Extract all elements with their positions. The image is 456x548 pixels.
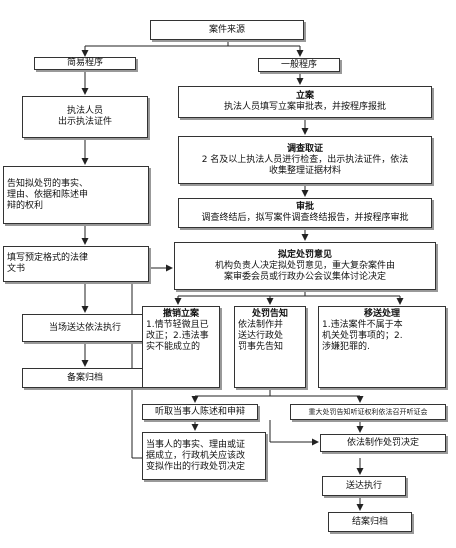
transfer-title: 移送处理 [363,309,400,319]
penalty-notice-text: 依法制作并 送达行政处 罚事先告知 [238,320,284,352]
simple-step-inform-box: 告知拟处罚的事实、 理由、依据和陈述申 辩的权利 [3,166,149,224]
simple-procedure-title-box: 简易程序 [34,57,136,70]
investigation-text: 2 名及以上执法人员进行检查，出示执法证件，依法 收集整理证据材料 [201,154,409,176]
filing-title: 立案 [295,91,314,101]
case-source-label: 案件来源 [208,24,245,35]
close-archive-box: 结案归档 [328,512,412,532]
simple-step-deliver: 当场送达依法执行 [48,322,121,333]
general-procedure-title-box: 一般程序 [258,58,340,72]
reasons-valid-text: 当事人的事实、理由或证 据成立，行政机关应该改 变拟作出的行政处罚决定 [146,439,246,472]
simple-step-fill-doc: 填写预定格式的法律 文书 [7,253,89,274]
investigation-title: 调查取证 [286,143,323,154]
transfer-box: 移送处理 1.违法案件不属于本 机关处罚事项的；2. 涉嫌犯罪的. [318,306,446,388]
reasons-valid-box: 当事人的事实、理由或证 据成立，行政机关应该改 变拟作出的行政处罚决定 [142,432,266,480]
decision-text: 依法制作处罚决定 [346,437,419,448]
hear-statement-box: 听取当事人陈述和申辩 [142,404,258,420]
draft-penalty-title: 拟定处罚意见 [277,249,332,260]
revoke-filing-title: 撤销立案 [162,309,199,319]
filing-box: 立案 执法人员填写立案审批表，并按程序报批 [178,86,432,118]
decision-box: 依法制作处罚决定 [320,434,446,452]
simple-step-fill-doc-box: 填写预定格式的法律 文书 [3,246,149,282]
simple-step-show-id-box: 执法人员 出示执法证件 [22,96,148,138]
simple-step-deliver-box: 当场送达依法执行 [22,314,148,342]
penalty-notice-box: 处罚告知 依法制作并 送达行政处 罚事先告知 [234,306,306,388]
filing-text: 执法人员填写立案审批表，并按程序报批 [223,102,386,112]
penalty-notice-title: 处罚告知 [251,309,288,319]
general-procedure-title: 一般程序 [280,59,317,70]
approval-title: 审批 [295,202,314,212]
revoke-filing-text: 1.情节轻微且已 改正；2.违法事 实不能成立的 [146,320,209,352]
simple-step-archive: 备案归档 [66,372,103,383]
close-archive-text: 结案归档 [351,516,388,527]
simple-step-archive-box: 备案归档 [22,368,148,388]
hear-statement-text: 听取当事人陈述和申辩 [154,406,245,417]
simple-step-inform: 告知拟处罚的事实、 理由、依据和陈述申 辩的权利 [7,178,89,211]
case-source-box: 案件来源 [150,20,304,40]
hearing-box: 重大处罚告知听证权利依法召开听证会 [290,404,446,420]
simple-procedure-title: 简易程序 [66,58,103,68]
transfer-text: 1.违法案件不属于本 机关处罚事项的；2. 涉嫌犯罪的. [322,320,403,352]
approval-box: 审批 调查终结后，拟写案件调查终结报告，并按程序审批 [178,198,432,228]
draft-penalty-text: 机构负责人决定拟处罚意见，重大复杂案件由 案审委会员或行政办公会议集体讨论决定 [214,260,395,282]
draft-penalty-box: 拟定处罚意见 机构负责人决定拟处罚意见，重大复杂案件由 案审委会员或行政办公会议… [174,242,436,290]
delivery-text: 送达执行 [345,480,382,491]
delivery-box: 送达执行 [322,476,406,496]
approval-text: 调查终结后，拟写案件调查终结报告，并按程序审批 [201,213,409,223]
revoke-filing-box: 撤销立案 1.情节轻微且已 改正；2.违法事 实不能成立的 [142,306,220,388]
simple-step-show-id: 执法人员 出示执法证件 [57,106,112,127]
hearing-text: 重大处罚告知听证权利依法召开听证会 [308,407,428,416]
investigation-box: 调查取证 2 名及以上执法人员进行检查，出示执法证件，依法 收集整理证据材料 [178,136,432,184]
